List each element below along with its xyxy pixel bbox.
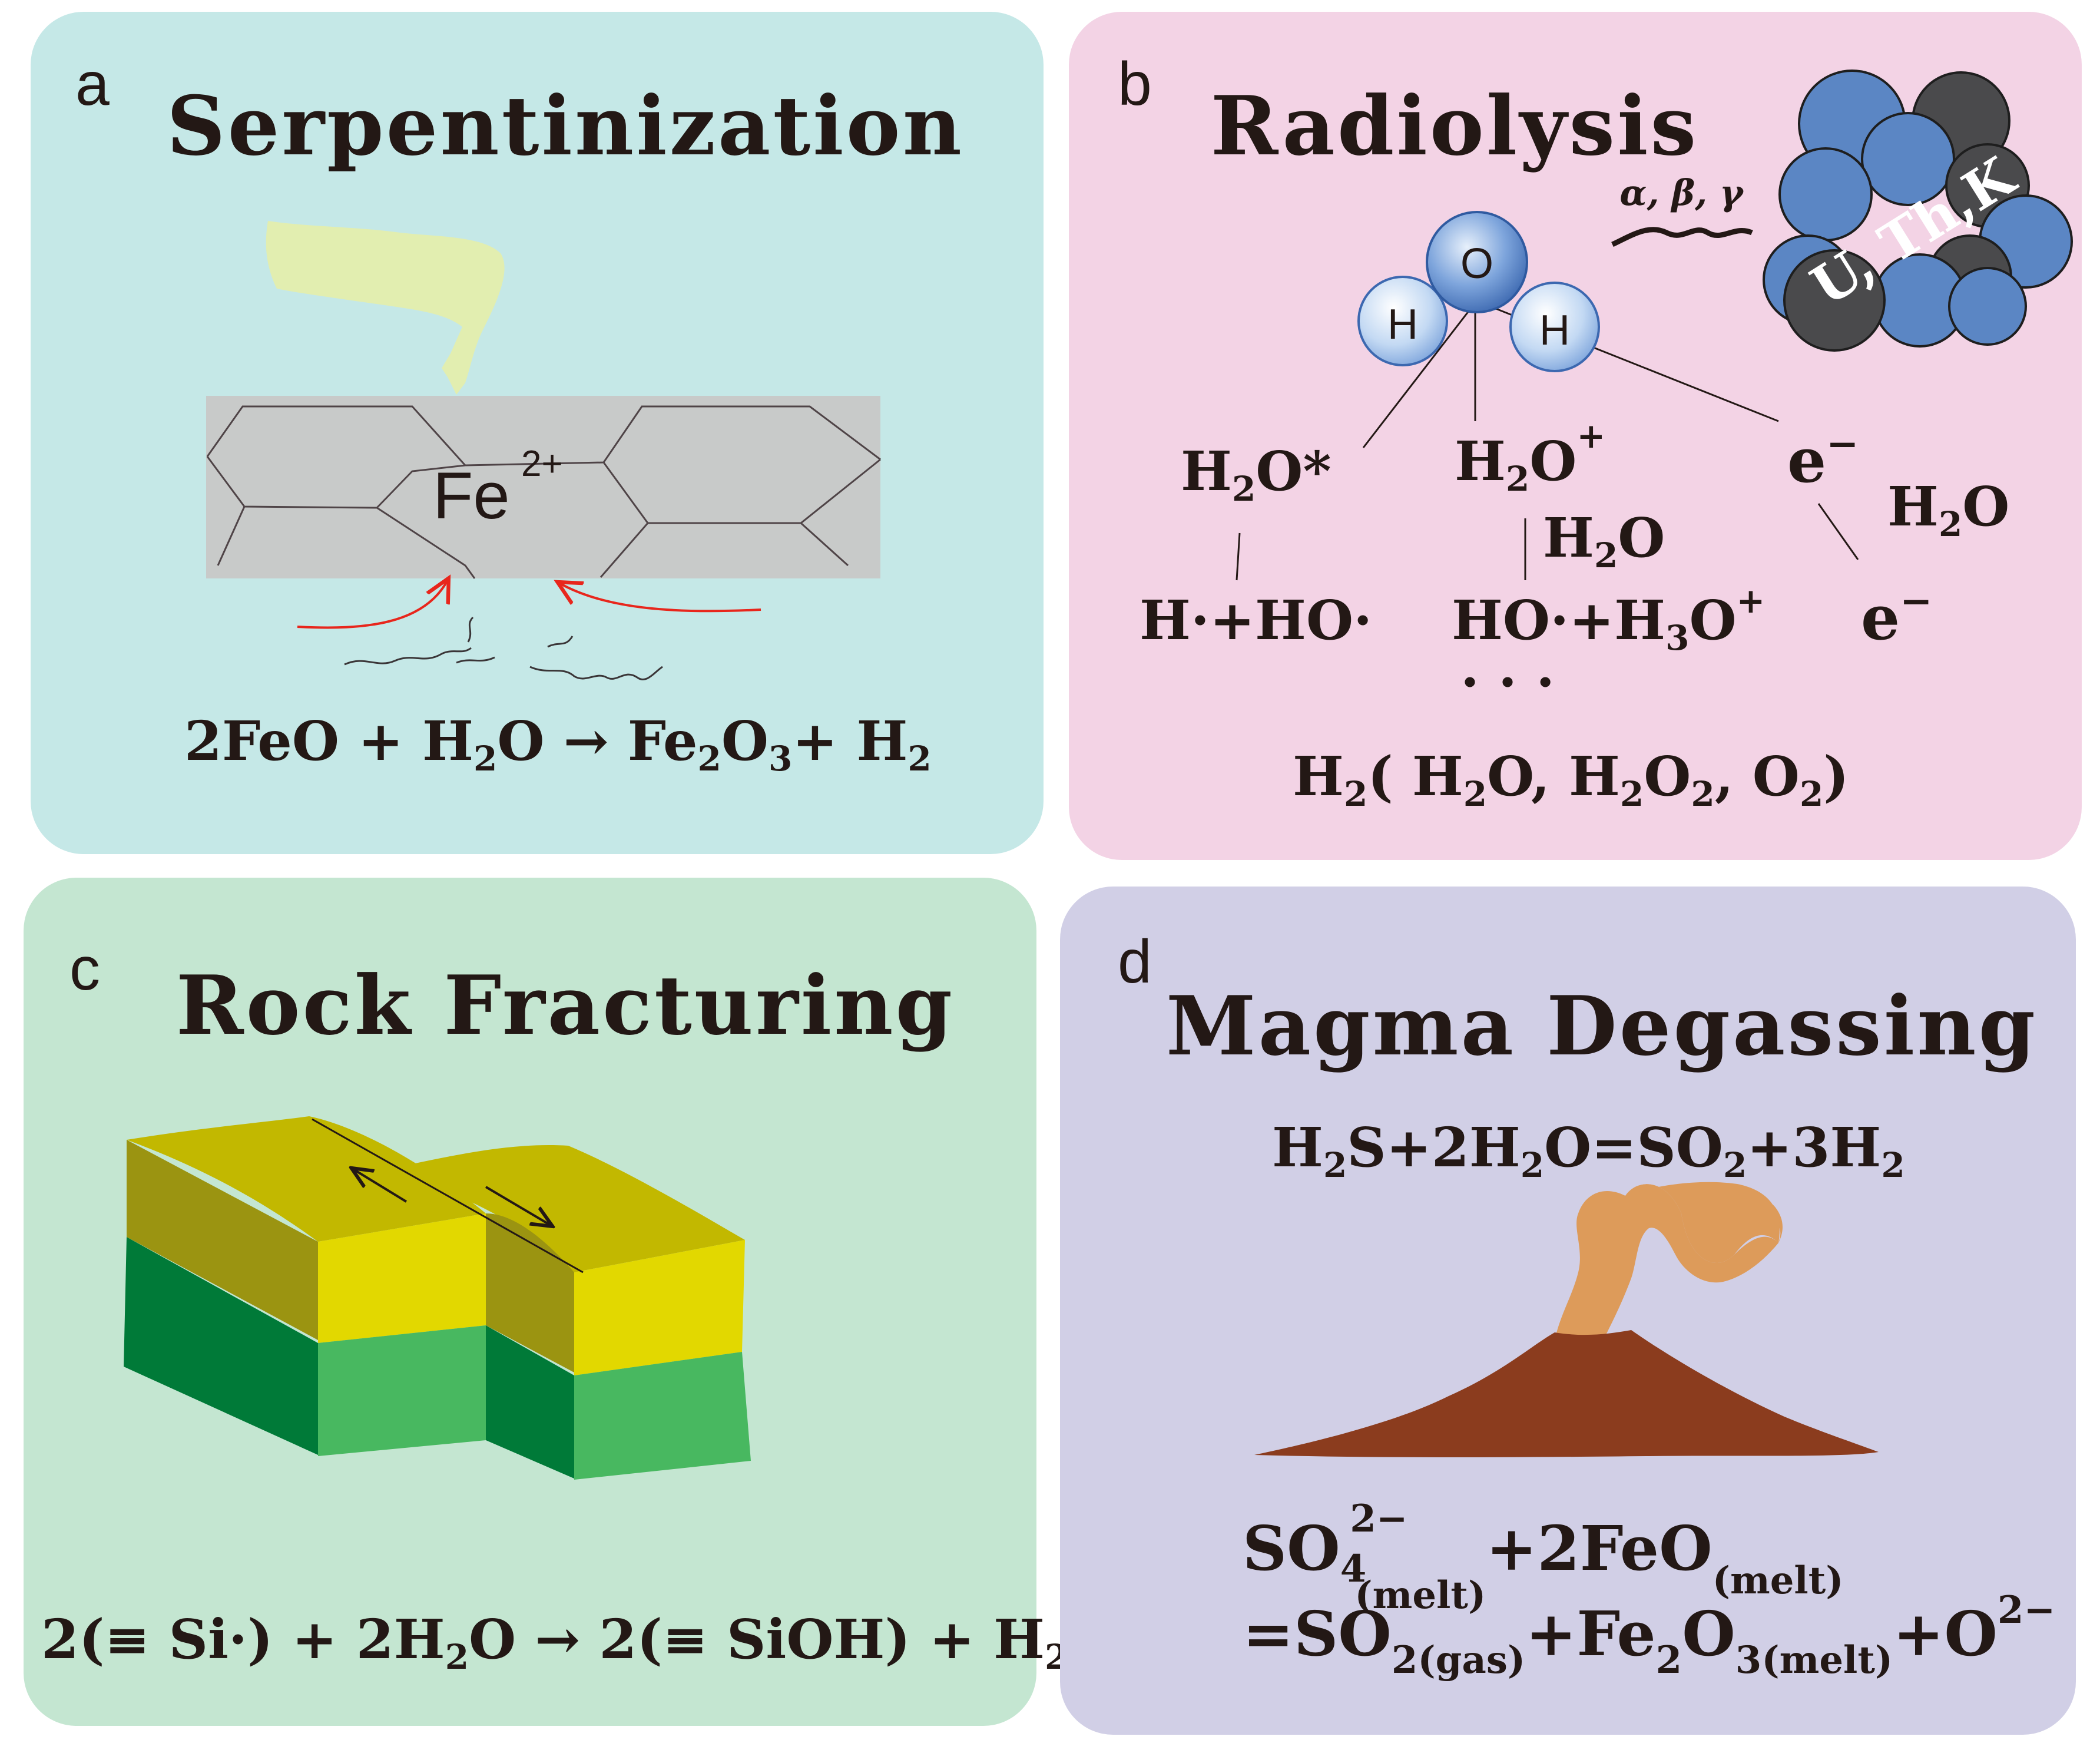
radioactive-nucleus-icon <box>1763 70 2073 352</box>
panel-a-letter: a <box>75 50 110 118</box>
panel-d-letter: d <box>1118 928 1152 996</box>
radical-products-label: H·+HO· <box>1140 588 1372 652</box>
volcano-icon <box>1254 1330 1879 1457</box>
serpentinization-equation: 2FeO + H2O → Fe2O3+ H2 <box>184 709 932 779</box>
ellipsis: · · · <box>1460 650 1555 714</box>
panel-c: c Rock Fracturing 2(≡ Si·) + 2H2O → 2(≡ … <box>24 878 1068 1726</box>
volcanic-plume-icon <box>1555 1184 1783 1344</box>
fluid-arrow-right <box>559 583 761 613</box>
water-cation-label: H2O+ <box>1455 416 1605 499</box>
panel-d: d Magma Degassing H2S+2H2O=SO2+3H2 SO42−… <box>1060 887 2076 1735</box>
mineral-grain-rock <box>206 396 880 578</box>
smoke-plume-icon <box>266 221 505 395</box>
degassing-equation-top: H2S+2H2O=SO2+3H2 <box>1272 1116 1905 1185</box>
hydrogen-atom-left: H <box>1387 301 1418 348</box>
fault-motion-arrow-left <box>353 1169 408 1203</box>
grain-boundaries <box>206 405 881 579</box>
iron-ion-label: Fe <box>433 459 510 532</box>
panel-c-title: Rock Fracturing <box>176 957 955 1053</box>
hydronium-products-label: HO·+H3O+ <box>1452 581 1765 658</box>
panel-c-letter: c <box>69 935 100 1003</box>
degassing-equation-line-1: SO42−(melt)+2FeO(melt) <box>1243 1497 1844 1618</box>
panel-b-title: Radiolysis <box>1211 78 1699 174</box>
degassing-equation-line-2: =SO2(gas)+Fe2O3(melt)+O2− <box>1243 1588 2055 1682</box>
water-reactant-label: H2O <box>1543 506 1665 575</box>
rock-fracturing-equation: 2(≡ Si·) + 2H2O → 2(≡ SiOH) + H2 <box>41 1608 1068 1677</box>
plume-cloud <box>1625 1182 1780 1264</box>
radiation-wave-icon <box>1611 227 1753 247</box>
panel-d-title: Magma Degassing <box>1166 978 2038 1074</box>
electron-label: e− <box>1787 421 1859 497</box>
hydrogen-atom-right: H <box>1539 307 1570 354</box>
connector-line <box>1817 503 1859 560</box>
panel-b-letter: b <box>1118 50 1152 118</box>
fault-block-diagram <box>124 1116 751 1480</box>
iron-ion-charge: 2+ <box>521 444 563 484</box>
water-solvation-label: H2O <box>1887 475 2009 544</box>
water-molecule-icon: H H O <box>1357 211 1779 448</box>
radiation-types-label: α, β, γ <box>1619 173 1744 214</box>
panel-a-title: Serpentinization <box>167 78 964 174</box>
radiolysis-final-products: H2( H2O, H2O2, O2) <box>1293 745 1849 814</box>
oxygen-atom: O <box>1460 240 1493 287</box>
panel-a: a Serpentinization Fe 2+ <box>31 12 1044 854</box>
water-squiggles <box>344 616 663 680</box>
solvated-electron-label: e− <box>1861 578 1932 654</box>
connector-line <box>1236 532 1241 581</box>
excited-water-label: H2O* <box>1181 439 1331 509</box>
fault-motion-arrow-right <box>485 1186 551 1225</box>
panel-b: b Radiolysis U, Th,K α, β, γ <box>1069 12 2082 860</box>
fluid-arrow-left <box>297 580 448 629</box>
